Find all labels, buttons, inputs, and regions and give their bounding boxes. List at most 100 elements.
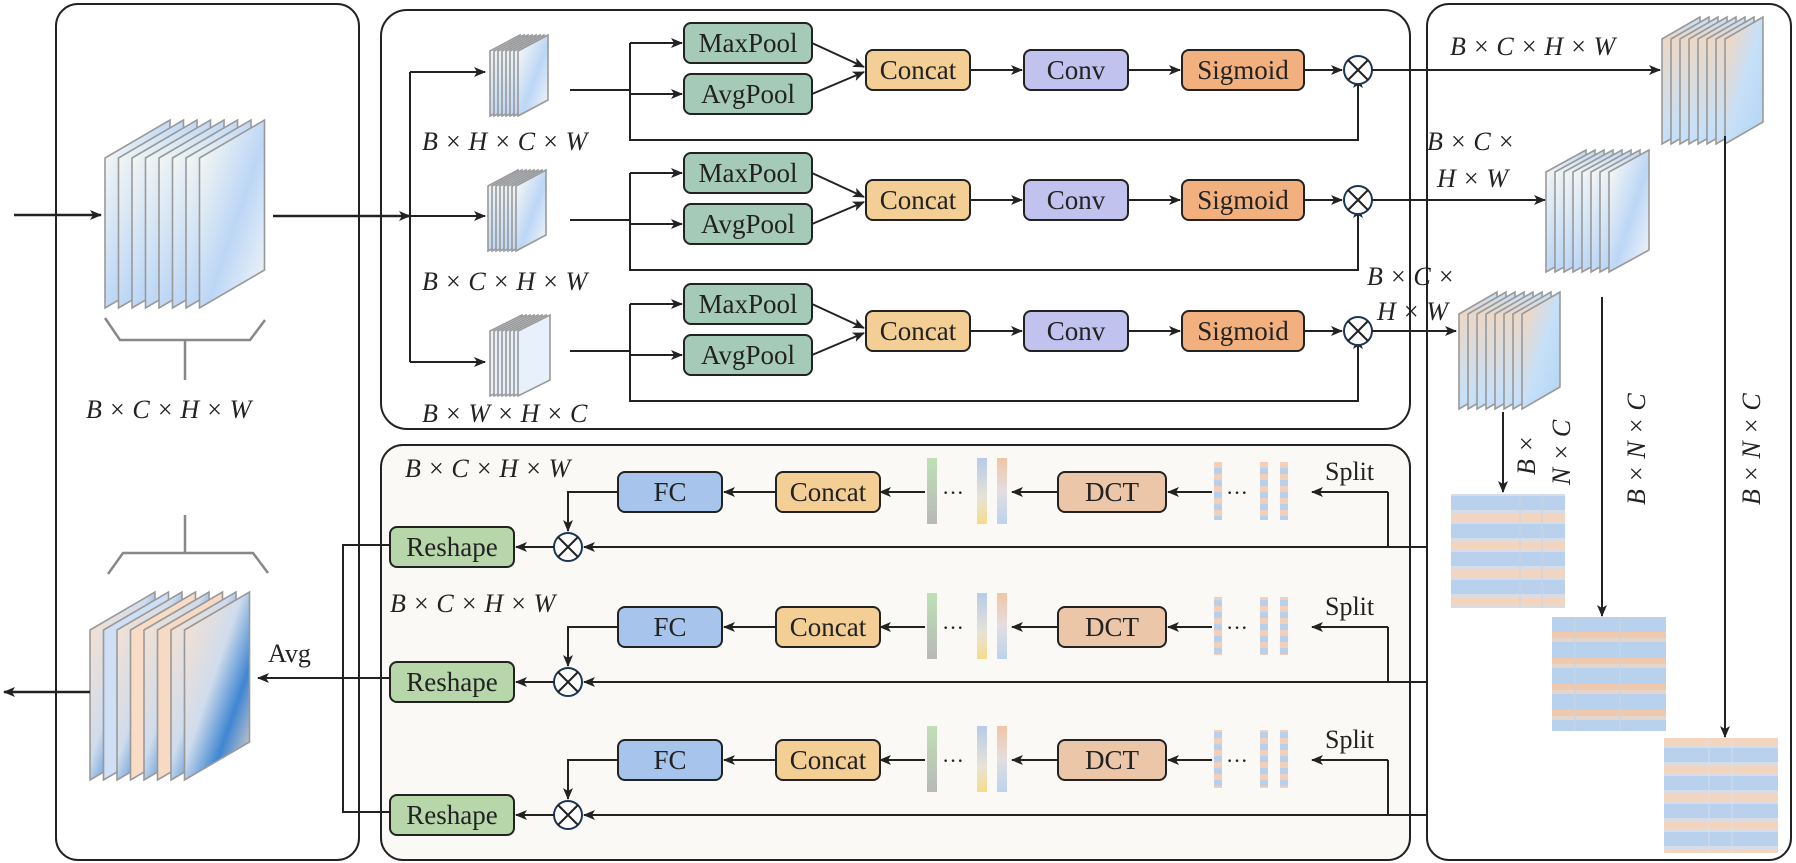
dct-row2-fc-box[interactable]: FC xyxy=(618,607,722,647)
freq-slice xyxy=(927,593,937,659)
row3-tensor-dims: B × W × H × C xyxy=(422,399,588,428)
dct-row1-multiply-op xyxy=(554,533,582,561)
row1-sigmoid-box[interactable]: Sigmoid xyxy=(1182,50,1304,90)
dct-row1-fc-box-label: FC xyxy=(653,477,686,507)
dct-row1-reshape-box[interactable]: Reshape xyxy=(390,527,514,567)
output-brace xyxy=(108,515,268,574)
split-slice xyxy=(1280,462,1288,520)
output-tensor-stack xyxy=(90,592,250,780)
row1-maxpool-box[interactable]: MaxPool xyxy=(684,23,812,63)
row3-avgpool-box[interactable]: AvgPool xyxy=(684,335,812,375)
row3-output-dims-line1: B × C × xyxy=(1367,262,1455,291)
row1-output-dims: B × C × H × W xyxy=(1450,32,1618,61)
dct-row1-concat-box[interactable]: Concat xyxy=(776,472,880,512)
output-tensor-stacks xyxy=(1459,17,1763,409)
flatten-label-1a: B × xyxy=(1512,435,1541,475)
row3-conv-box[interactable]: Conv xyxy=(1024,311,1128,351)
row2-sigmoid-box-label: Sigmoid xyxy=(1197,185,1289,215)
freq-slice xyxy=(997,593,1007,659)
dct-row3-reshape-box-label: Reshape xyxy=(406,800,497,830)
row3-sigmoid-box[interactable]: Sigmoid xyxy=(1182,311,1304,351)
row2-sigmoid-box[interactable]: Sigmoid xyxy=(1182,180,1304,220)
freq-slice xyxy=(997,458,1007,524)
dct-row1-dims: B × C × H × W xyxy=(405,454,573,483)
freq-slice xyxy=(977,726,987,792)
dct-row3-split-label: Split xyxy=(1325,725,1375,754)
freq-slice xyxy=(927,458,937,524)
split-slice xyxy=(1260,597,1268,655)
dct-row3-fc-box[interactable]: FC xyxy=(618,740,722,780)
row3-output-dims-line2: H × W xyxy=(1376,297,1450,326)
row1-conv-box[interactable]: Conv xyxy=(1024,50,1128,90)
row3-multiply-op xyxy=(1344,317,1372,345)
row2-concat-box[interactable]: Concat xyxy=(866,180,970,220)
dct-row3-concat-box-label: Concat xyxy=(790,745,867,775)
avg-label: Avg xyxy=(268,639,311,668)
dct-row2-dct-box[interactable]: DCT xyxy=(1058,607,1166,647)
flatten-label-2: B × N × C xyxy=(1622,393,1651,505)
dct-row2-reshape-box[interactable]: Reshape xyxy=(390,662,514,702)
row3-maxpool-box[interactable]: MaxPool xyxy=(684,284,812,324)
flat-matrix-1 xyxy=(1451,494,1565,608)
dct-row3-fc-box-label: FC xyxy=(653,745,686,775)
row1-maxpool-box-label: MaxPool xyxy=(698,28,797,58)
ellipsis: ··· xyxy=(1226,615,1248,640)
flatten-label-1b: N × C xyxy=(1547,419,1576,486)
dct-row2-concat-box[interactable]: Concat xyxy=(776,607,880,647)
row2-conv-box[interactable]: Conv xyxy=(1024,180,1128,220)
input-brace xyxy=(105,318,265,380)
row2-output-dims-line2: H × W xyxy=(1436,164,1510,193)
dct-row1-dct-box[interactable]: DCT xyxy=(1058,472,1166,512)
row3-sigmoid-box-label: Sigmoid xyxy=(1197,316,1289,346)
row3-concat-box-label: Concat xyxy=(880,316,957,346)
dct-row3-dct-box-label: DCT xyxy=(1085,745,1140,775)
dct-row3-dct-box[interactable]: DCT xyxy=(1058,740,1166,780)
dct-row2-split-label: Split xyxy=(1325,592,1375,621)
row3-concat-box[interactable]: Concat xyxy=(866,311,970,351)
tensor-slice xyxy=(1725,17,1763,144)
row1-sigmoid-box-label: Sigmoid xyxy=(1197,55,1289,85)
dct-row1-split-label: Split xyxy=(1325,457,1375,486)
row1-multiply-op xyxy=(1344,56,1372,84)
row3-maxpool-box-label: MaxPool xyxy=(698,289,797,319)
dct-row1-dct-box-label: DCT xyxy=(1085,477,1140,507)
ellipsis: ··· xyxy=(942,615,964,640)
split-slice xyxy=(1280,597,1288,655)
ellipsis: ··· xyxy=(1226,748,1248,773)
ellipsis: ··· xyxy=(942,748,964,773)
row1-concat-box[interactable]: Concat xyxy=(866,50,970,90)
ellipsis: ··· xyxy=(1226,480,1248,505)
dct-row2-dims: B × C × H × W xyxy=(390,589,558,618)
freq-slice xyxy=(927,726,937,792)
split-slice xyxy=(1214,462,1222,520)
row2-output-dims-line1: B × C × xyxy=(1427,127,1515,156)
dct-row1-fc-box[interactable]: FC xyxy=(618,472,722,512)
row1-avgpool-box[interactable]: AvgPool xyxy=(684,74,812,114)
dct-row2-reshape-box-label: Reshape xyxy=(406,667,497,697)
dct-row3-multiply-op xyxy=(554,801,582,829)
dct-row3-concat-box[interactable]: Concat xyxy=(776,740,880,780)
dct-row1-concat-box-label: Concat xyxy=(790,477,867,507)
bottom-dct-panel xyxy=(381,445,1410,860)
dct-row1-reshape-box-label: Reshape xyxy=(406,532,497,562)
split-slice xyxy=(1260,462,1268,520)
flat-matrix-2 xyxy=(1552,617,1666,731)
freq-slice xyxy=(997,726,1007,792)
dct-row3-reshape-box[interactable]: Reshape xyxy=(390,795,514,835)
freq-slice xyxy=(977,458,987,524)
row2-avgpool-box-label: AvgPool xyxy=(701,209,795,239)
freq-slice xyxy=(977,593,987,659)
input-dims-label: B × C × H × W xyxy=(86,395,254,424)
row2-conv-box-label: Conv xyxy=(1047,185,1106,215)
row2-maxpool-box-label: MaxPool xyxy=(698,158,797,188)
row2-concat-box-label: Concat xyxy=(880,185,957,215)
flatten-label-3: B × N × C xyxy=(1737,393,1766,505)
row2-avgpool-box[interactable]: AvgPool xyxy=(684,204,812,244)
dct-row2-concat-box-label: Concat xyxy=(790,612,867,642)
split-slice xyxy=(1214,730,1222,788)
row1-avgpool-box-label: AvgPool xyxy=(701,79,795,109)
row1-conv-box-label: Conv xyxy=(1047,55,1106,85)
row2-maxpool-box[interactable]: MaxPool xyxy=(684,153,812,193)
split-slice xyxy=(1280,730,1288,788)
